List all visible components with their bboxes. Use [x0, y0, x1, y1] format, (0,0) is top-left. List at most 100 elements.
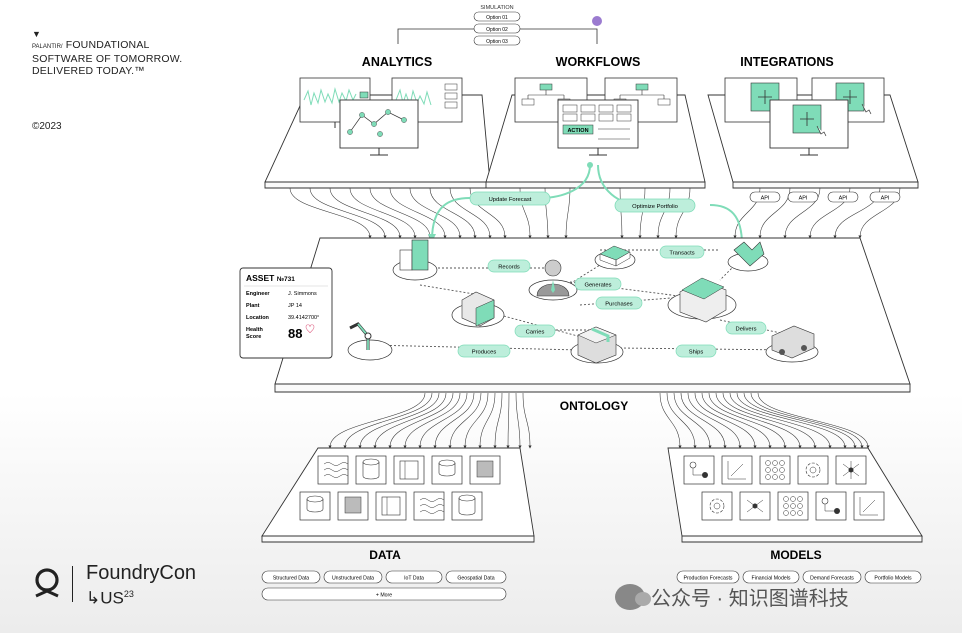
database-icon	[355, 455, 387, 485]
api-pill-1[interactable]: API	[749, 191, 781, 203]
connector-line	[659, 392, 682, 449]
tagline-line-2: SOFTWARE OF TOMORROW.	[32, 53, 183, 65]
scatter-plot-icon	[721, 455, 753, 485]
data-tag-unstructured[interactable]: Unstructured Data	[323, 570, 383, 584]
factory-node[interactable]	[451, 291, 505, 328]
database-icon	[451, 491, 483, 521]
data-tag-geospatial[interactable]: Geospatial Data	[445, 570, 507, 584]
connector-line	[564, 187, 571, 239]
tag-label: Production Forecasts	[683, 576, 732, 582]
update-forecast-pill[interactable]: Update Forecast	[469, 191, 551, 206]
connector-line	[403, 392, 461, 449]
simulation-title: SIMULATION	[480, 5, 513, 11]
warehouse-node[interactable]	[667, 277, 737, 323]
tag-label: Financial Models	[752, 576, 791, 582]
data-tag-structured[interactable]: Structured Data	[261, 570, 321, 584]
connector-line	[743, 392, 857, 449]
api-pill-2[interactable]: API	[787, 191, 819, 203]
models-platform	[667, 447, 923, 543]
analytics-monitor-center	[339, 91, 419, 156]
connector-line	[522, 392, 532, 449]
relation-delivers[interactable]: Delivers	[725, 321, 767, 335]
data-title: DATA	[369, 548, 401, 562]
connector-line	[722, 392, 817, 449]
heart-icon	[305, 324, 315, 334]
hub-icon	[739, 491, 771, 521]
api-label: API	[799, 196, 808, 202]
connector-line	[666, 392, 697, 449]
connector-line	[478, 392, 496, 449]
gear-icon	[701, 491, 733, 521]
money-node[interactable]	[594, 245, 636, 270]
relation-generates[interactable]: Generates	[574, 277, 622, 291]
svg-text:+ More: + More	[376, 593, 392, 599]
simulation-option-1[interactable]: Option 01	[473, 11, 521, 22]
asset-row-label: Engineer	[246, 291, 270, 297]
connector-line	[389, 187, 447, 239]
optimize-portfolio-pill[interactable]: Optimize Portfolio	[614, 198, 696, 213]
table-icon	[375, 491, 407, 521]
workflows-title: WORKFLOWS	[556, 55, 641, 69]
foundrycon-sub: ↳US23	[86, 584, 134, 609]
connector-line	[358, 392, 440, 449]
api-pill-4[interactable]: API	[869, 191, 901, 203]
robot-arm-node[interactable]	[347, 322, 393, 361]
connector-line	[409, 187, 462, 239]
grid-icon	[337, 491, 369, 521]
health-score: 88	[288, 326, 302, 341]
foundrycon-name: FoundryCon	[86, 562, 197, 584]
connector-line	[673, 392, 712, 449]
sub-arrow-icon: ↳	[86, 588, 101, 608]
relation-purchases[interactable]: Purchases	[595, 296, 643, 310]
relation-ships[interactable]: Ships	[675, 344, 717, 358]
data-platform	[261, 447, 535, 543]
connector-line	[506, 392, 510, 449]
grid-icon	[469, 455, 501, 485]
connector-line	[448, 392, 482, 449]
relation-records[interactable]: Records	[487, 259, 531, 273]
integrations-title: INTEGRATIONS	[740, 55, 834, 69]
ontology-title: ONTOLOGY	[560, 399, 628, 413]
tag-label: IoT Data	[404, 576, 424, 582]
simulation-option-3[interactable]: Option 03	[473, 35, 521, 46]
data-tag-iot[interactable]: IoT Data	[385, 570, 443, 584]
relation-label: Transacts	[669, 251, 694, 257]
tag-label: Portfolio Models	[874, 576, 912, 582]
waves-icon	[317, 455, 349, 485]
handshake-node[interactable]	[727, 241, 769, 272]
api-pill-3[interactable]: API	[827, 191, 859, 203]
brand-tagline: ▼ PALANTIR/ FOUNDATIONAL SOFTWARE OF TOM…	[32, 29, 183, 77]
model-tag-financial[interactable]: Financial Models	[742, 570, 800, 584]
asset-card[interactable]: ASSET №731 Engineer J. Simmons Plant JP …	[239, 267, 333, 359]
model-tag-portfolio[interactable]: Portfolio Models	[864, 570, 922, 584]
simulation-panel: SIMULATION Option 01 Option 02 Option 03	[397, 5, 602, 46]
relation-carries[interactable]: Carries	[514, 324, 556, 338]
asset-node[interactable]	[392, 239, 438, 281]
connector-line	[729, 392, 832, 449]
truck-node[interactable]	[765, 325, 819, 363]
hub-icon	[835, 455, 867, 485]
simulation-option-2[interactable]: Option 02	[473, 23, 521, 34]
relation-label: Records	[498, 265, 520, 271]
model-tag-demand[interactable]: Demand Forecasts	[802, 570, 862, 584]
relation-transacts[interactable]: Transacts	[659, 245, 705, 259]
person-node[interactable]	[528, 259, 578, 301]
model-tag-production[interactable]: Production Forecasts	[676, 570, 740, 584]
tag-label: Demand Forecasts	[810, 576, 854, 582]
package-node[interactable]	[570, 326, 624, 364]
relation-produces[interactable]: Produces	[457, 344, 511, 358]
watermark: 公众号 · 知识图谱科技	[615, 582, 849, 611]
network-grid-icon	[777, 491, 809, 521]
asset-id: №731	[277, 276, 295, 283]
optimize-portfolio-label: Optimize Portfolio	[632, 204, 678, 210]
data-tag-more[interactable]: + More	[261, 587, 507, 601]
connector-line	[680, 392, 727, 449]
connector-line	[701, 392, 772, 449]
connector-line	[757, 392, 870, 449]
action-button[interactable]: ACTION	[562, 124, 594, 135]
asset-row-value: J. Simmons	[288, 291, 317, 297]
relation-label: Delivers	[736, 327, 757, 333]
network-grid-icon	[759, 455, 791, 485]
tag-label: Geospatial Data	[457, 576, 494, 582]
connector-line	[349, 187, 417, 239]
